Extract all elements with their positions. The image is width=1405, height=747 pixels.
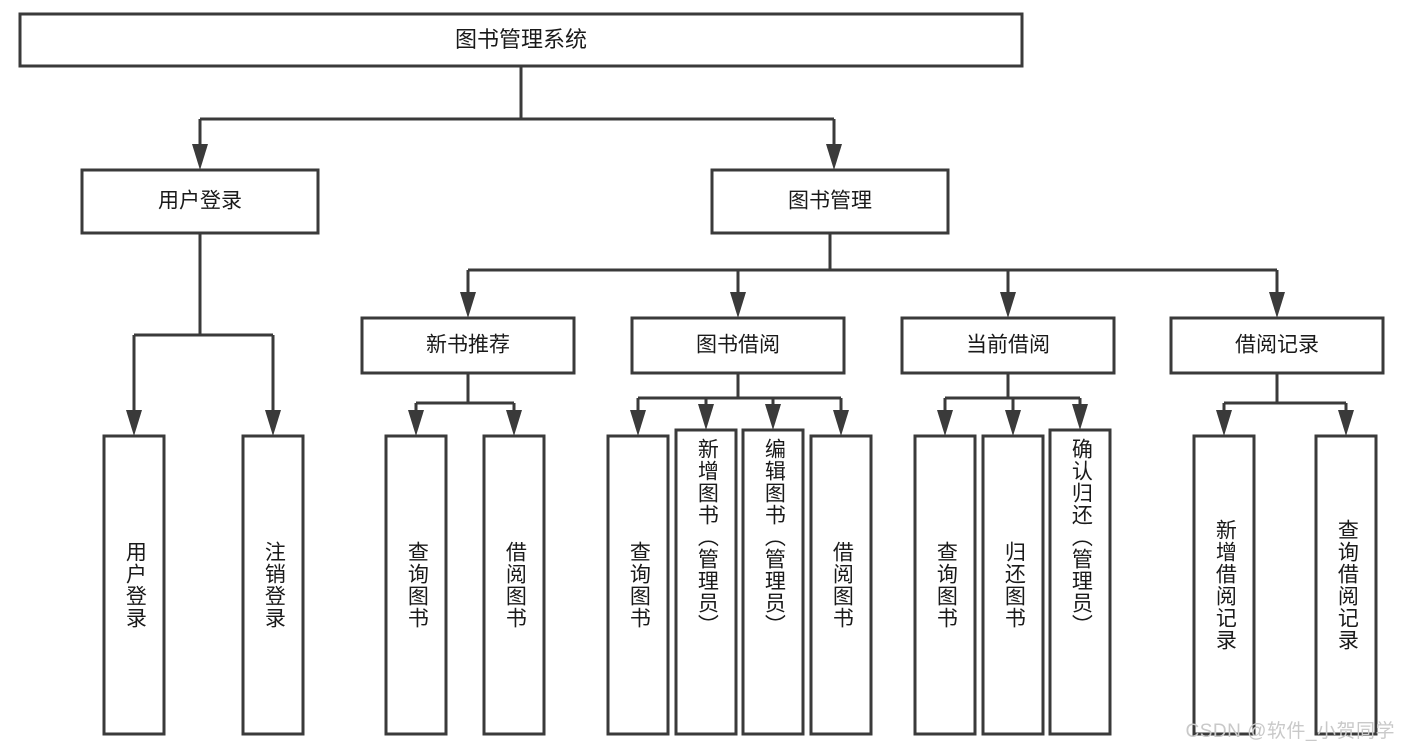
leaf-box-user-login-1[interactable] <box>241 434 305 736</box>
node-borrow-record-label: 借阅记录 <box>1235 334 1319 357</box>
leaf-box-borrow-record-1[interactable] <box>1314 434 1378 736</box>
node-new-book-recommend[interactable]: 新书推荐 <box>360 316 576 375</box>
connector-root-to-level1 <box>192 66 842 170</box>
leaf-box-book-borrow-2[interactable] <box>741 428 805 736</box>
connector-borrow-record-to-leaves <box>1216 373 1354 436</box>
node-user-login[interactable]: 用户登录 <box>80 168 320 235</box>
leaf-box-new-book-1[interactable] <box>482 434 546 736</box>
node-root[interactable]: 图书管理系统 <box>18 12 1024 68</box>
connector-current-borrow-to-leaves <box>937 373 1088 436</box>
node-root-label: 图书管理系统 <box>455 27 587 52</box>
leaf-box-new-book-0[interactable] <box>384 434 448 736</box>
csdn-watermark: CSDN @软件_小贺同学 <box>1185 721 1395 742</box>
leaf-box-current-borrow-2[interactable] <box>1048 428 1112 736</box>
node-user-login-label: 用户登录 <box>158 190 242 213</box>
connector-new-book-to-leaves <box>408 373 522 436</box>
connector-user-login-to-leaves <box>126 233 281 436</box>
node-book-management[interactable]: 图书管理 <box>710 168 950 235</box>
node-book-management-label: 图书管理 <box>788 190 872 213</box>
node-new-book-recommend-label: 新书推荐 <box>426 334 510 357</box>
node-current-borrow-label: 当前借阅 <box>966 334 1050 357</box>
node-book-borrow[interactable]: 图书借阅 <box>630 316 846 375</box>
connector-book-mgmt-to-level2 <box>460 233 1285 318</box>
leaf-box-book-borrow-1[interactable] <box>674 428 738 736</box>
node-book-borrow-label: 图书借阅 <box>696 334 780 357</box>
leaf-box-current-borrow-1[interactable] <box>981 434 1045 736</box>
leaf-box-book-borrow-3[interactable] <box>809 434 873 736</box>
leaf-box-current-borrow-0[interactable] <box>913 434 977 736</box>
leaf-box-user-login-0[interactable] <box>102 434 166 736</box>
connector-book-borrow-to-leaves <box>630 373 849 436</box>
node-current-borrow[interactable]: 当前借阅 <box>900 316 1116 375</box>
node-borrow-record[interactable]: 借阅记录 <box>1169 316 1385 375</box>
leaf-box-borrow-record-0[interactable] <box>1192 434 1256 736</box>
leaf-box-book-borrow-0[interactable] <box>606 434 670 736</box>
